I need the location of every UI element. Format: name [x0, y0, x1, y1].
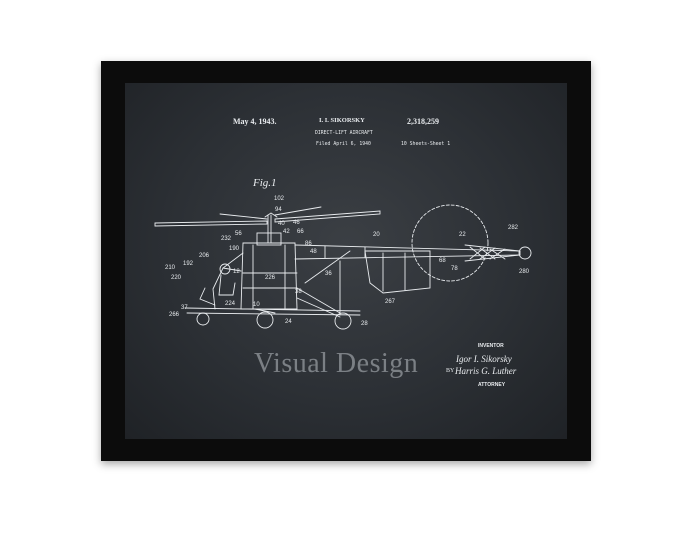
inventor-label: INVENTOR — [478, 343, 504, 349]
ref-224: 224 — [225, 301, 236, 307]
ref-282: 282 — [508, 225, 519, 231]
ref-220: 220 — [171, 275, 182, 281]
ref-36: 36 — [325, 271, 332, 277]
attorney-signature: Harris G. Luther — [455, 366, 517, 376]
ref-37: 37 — [181, 305, 188, 311]
ref-22: 22 — [459, 232, 466, 238]
figure-label: Fig.1 — [253, 177, 277, 189]
ref-94: 94 — [275, 207, 282, 213]
ref-10: 10 — [253, 302, 260, 308]
ref-28: 28 — [361, 321, 368, 327]
ref-68: 68 — [439, 258, 446, 264]
helicopter-drawing: 102 94 40 42 46 66 20 22 282 280 232 56 … — [154, 196, 532, 330]
ref-12: 12 — [233, 269, 240, 275]
picture-frame: May 4, 1943. I. I. SIKORSKY 2,318,259 DI… — [101, 61, 591, 461]
ref-24: 24 — [285, 319, 292, 325]
ref-232: 232 — [221, 236, 232, 242]
patent-sheet: 10 Sheets-Sheet 1 — [401, 142, 451, 147]
patent-date: May 4, 1943. — [233, 117, 277, 126]
ref-66: 66 — [297, 229, 304, 235]
ref-226: 226 — [265, 275, 276, 281]
ref-42: 42 — [283, 229, 290, 235]
patent-number: 2,318,259 — [407, 117, 439, 126]
watermark-text: Visual Design — [254, 348, 419, 379]
by-label: BY — [446, 368, 455, 374]
ref-46: 46 — [293, 220, 300, 226]
ref-266: 266 — [169, 312, 180, 318]
ref-206: 206 — [199, 253, 210, 259]
ref-78: 78 — [451, 266, 458, 272]
ref-210: 210 — [165, 265, 176, 271]
patent-title: DIRECT-LIFT AIRCRAFT — [315, 131, 373, 136]
ref-56: 56 — [235, 231, 242, 237]
ref-86: 86 — [305, 241, 312, 247]
patent-inventor-short: I. I. SIKORSKY — [319, 117, 365, 124]
ref-38: 38 — [295, 289, 302, 295]
patent-filed: Filed April 6, 1940 — [316, 142, 371, 147]
ref-192: 192 — [183, 261, 194, 267]
chalkboard-print: May 4, 1943. I. I. SIKORSKY 2,318,259 DI… — [125, 83, 567, 439]
ref-102: 102 — [274, 196, 285, 202]
ref-48: 48 — [310, 249, 317, 255]
attorney-label: ATTORNEY — [478, 382, 506, 388]
inventor-signature: Igor I. Sikorsky — [456, 354, 512, 364]
ref-280: 280 — [519, 269, 530, 275]
ref-40: 40 — [278, 221, 285, 227]
ref-190: 190 — [229, 246, 240, 252]
ref-20: 20 — [373, 232, 380, 238]
ref-267: 267 — [385, 299, 396, 305]
